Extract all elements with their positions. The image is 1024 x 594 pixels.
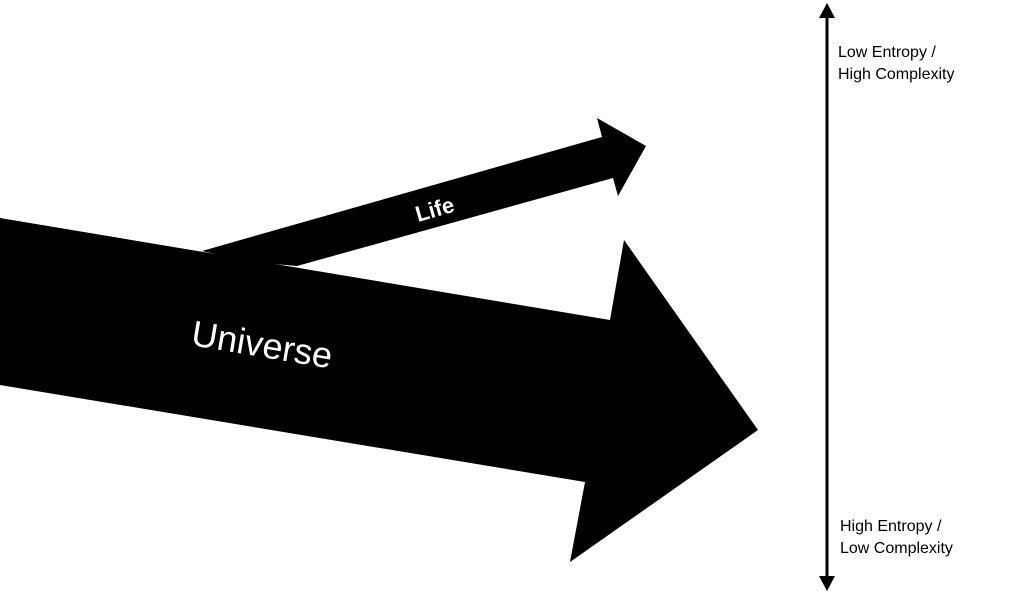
universe-arrow — [0, 218, 758, 562]
axis-top-label-line2: High Complexity — [838, 66, 955, 83]
axis-bottom-label: High Entropy / Low Complexity — [840, 516, 953, 560]
life-arrow — [202, 118, 646, 266]
axis-top-label: Low Entropy / High Complexity — [838, 42, 954, 86]
arrow-down-icon — [819, 576, 835, 591]
entropy-axis — [819, 3, 835, 591]
arrow-up-icon — [819, 3, 835, 18]
axis-bottom-label-line2: Low Complexity — [840, 540, 953, 557]
axis-top-label-line1: Low Entropy / — [838, 44, 936, 61]
axis-bottom-label-line1: High Entropy / — [840, 518, 942, 535]
